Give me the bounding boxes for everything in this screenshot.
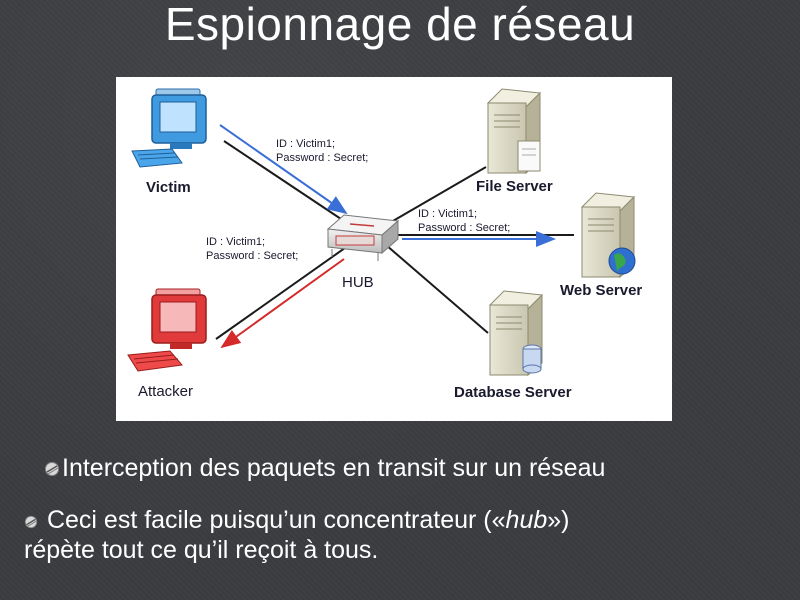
database-server-label: Database Server (454, 384, 572, 401)
bullet-hub-text-start: Ceci est facile puisqu’un concentrateur … (46, 506, 506, 534)
file-server-icon (486, 88, 542, 175)
hub-icon (326, 214, 400, 261)
network-diagram: Victim Attacker HUB (116, 77, 672, 421)
link-hub-dbserver (385, 244, 489, 334)
hub-label: HUB (342, 274, 374, 291)
slide-title: Espionnage de réseau (164, 0, 636, 50)
web-server-icon (580, 192, 636, 279)
attacker-computer-icon (127, 288, 207, 372)
bullet-interception-text: Interception des paquets en transit sur … (62, 454, 606, 482)
bullet-hub-text-line2: répète tout ce qu’il reçoit à tous. (24, 536, 379, 564)
web-message-password: Password : Secret; (418, 222, 510, 234)
attacker-message-id: ID : Victim1; (206, 236, 265, 248)
victim-message-password: Password : Secret; (276, 152, 368, 164)
link-hub-fileserver (385, 166, 487, 226)
attacker-message-password: Password : Secret; (206, 250, 298, 262)
network-links (215, 140, 574, 340)
attacker-label: Attacker (138, 383, 193, 400)
link-victim-hub (223, 140, 357, 230)
traffic-arrows (219, 124, 556, 349)
bullet-hub-term: hub (505, 506, 548, 534)
database-server-icon (488, 290, 544, 377)
bullet-icon (24, 515, 38, 529)
bullet-icon (45, 462, 59, 476)
bullet-interception: Interception des paquets en transit sur … (44, 453, 605, 483)
web-message-id: ID : Victim1; (418, 208, 477, 220)
victim-message-id: ID : Victim1; (276, 138, 335, 150)
victim-label: Victim (146, 179, 191, 196)
hub-to-attacker-arrow (220, 258, 345, 349)
file-server-label: File Server (476, 178, 553, 195)
bullet-hub-explanation: Ceci est facile puisqu’un concentrateur … (24, 505, 764, 565)
link-attacker-hub (215, 242, 353, 340)
victim-computer-icon (131, 88, 207, 168)
victim-to-hub-arrow (219, 124, 348, 215)
bullet-hub-text-end: ») (547, 506, 570, 534)
web-server-label: Web Server (560, 282, 642, 299)
